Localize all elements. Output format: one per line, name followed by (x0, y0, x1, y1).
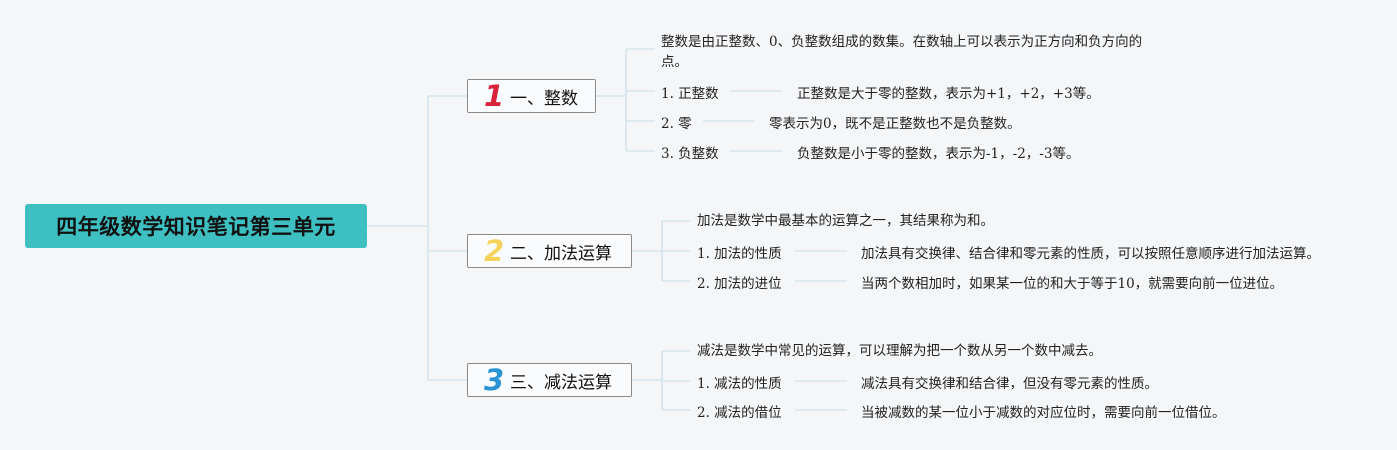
detail-subtraction-borrow: 当被减数的某一位小于减数的对应位时，需要向前一位借位。 (861, 405, 1226, 421)
detail-addition-properties: 加法具有交换律、结合律和零元素的性质，可以按照任意顺序进行加法运算。 (861, 246, 1320, 262)
number-two-icon: 2 (484, 233, 505, 268)
subtopic-subtraction-properties[interactable]: 1. 减法的性质 (697, 376, 782, 392)
topic-integers[interactable]: 1 一、整数 (467, 79, 596, 113)
detail-positive-integers: 正整数是大于零的整数，表示为+1，+2，+3等。 (797, 86, 1100, 102)
topic-label: 三、减法运算 (510, 372, 612, 393)
topic-description: 整数是由正整数、0、负整数组成的数集。在数轴上可以表示为正方向和负方向的点。 (661, 34, 1143, 70)
number-three-icon: 3 (484, 362, 505, 397)
detail-zero: 零表示为0，既不是正整数也不是负整数。 (769, 116, 1021, 132)
topic-description: 减法是数学中常见的运算，可以理解为把一个数从另一个数中减去。 (697, 343, 1102, 359)
topic-description: 加法是数学中最基本的运算之一，其结果称为和。 (697, 213, 994, 229)
detail-subtraction-properties: 减法具有交换律和结合律，但没有零元素的性质。 (861, 376, 1158, 392)
topic-addition[interactable]: 2 二、加法运算 (467, 234, 632, 268)
detail-addition-carry: 当两个数相加时，如果某一位的和大于等于10，就需要向前一位进位。 (861, 276, 1284, 292)
subtopic-negative-integers[interactable]: 3. 负整数 (661, 146, 719, 162)
subtopic-addition-properties[interactable]: 1. 加法的性质 (697, 246, 782, 262)
subtopic-subtraction-borrow[interactable]: 2. 减法的借位 (697, 405, 782, 421)
topic-subtraction[interactable]: 3 三、减法运算 (467, 363, 632, 397)
detail-negative-integers: 负整数是小于零的整数，表示为-1，-2，-3等。 (797, 146, 1080, 162)
number-one-icon: 1 (484, 78, 505, 113)
subtopic-positive-integers[interactable]: 1. 正整数 (661, 86, 719, 102)
root-node[interactable]: 四年级数学知识笔记第三单元 (25, 204, 367, 248)
subtopic-zero[interactable]: 2. 零 (661, 116, 692, 132)
root-title: 四年级数学知识笔记第三单元 (56, 215, 336, 239)
topic-label: 一、整数 (510, 88, 578, 109)
subtopic-addition-carry[interactable]: 2. 加法的进位 (697, 276, 782, 292)
topic-label: 二、加法运算 (510, 243, 612, 264)
